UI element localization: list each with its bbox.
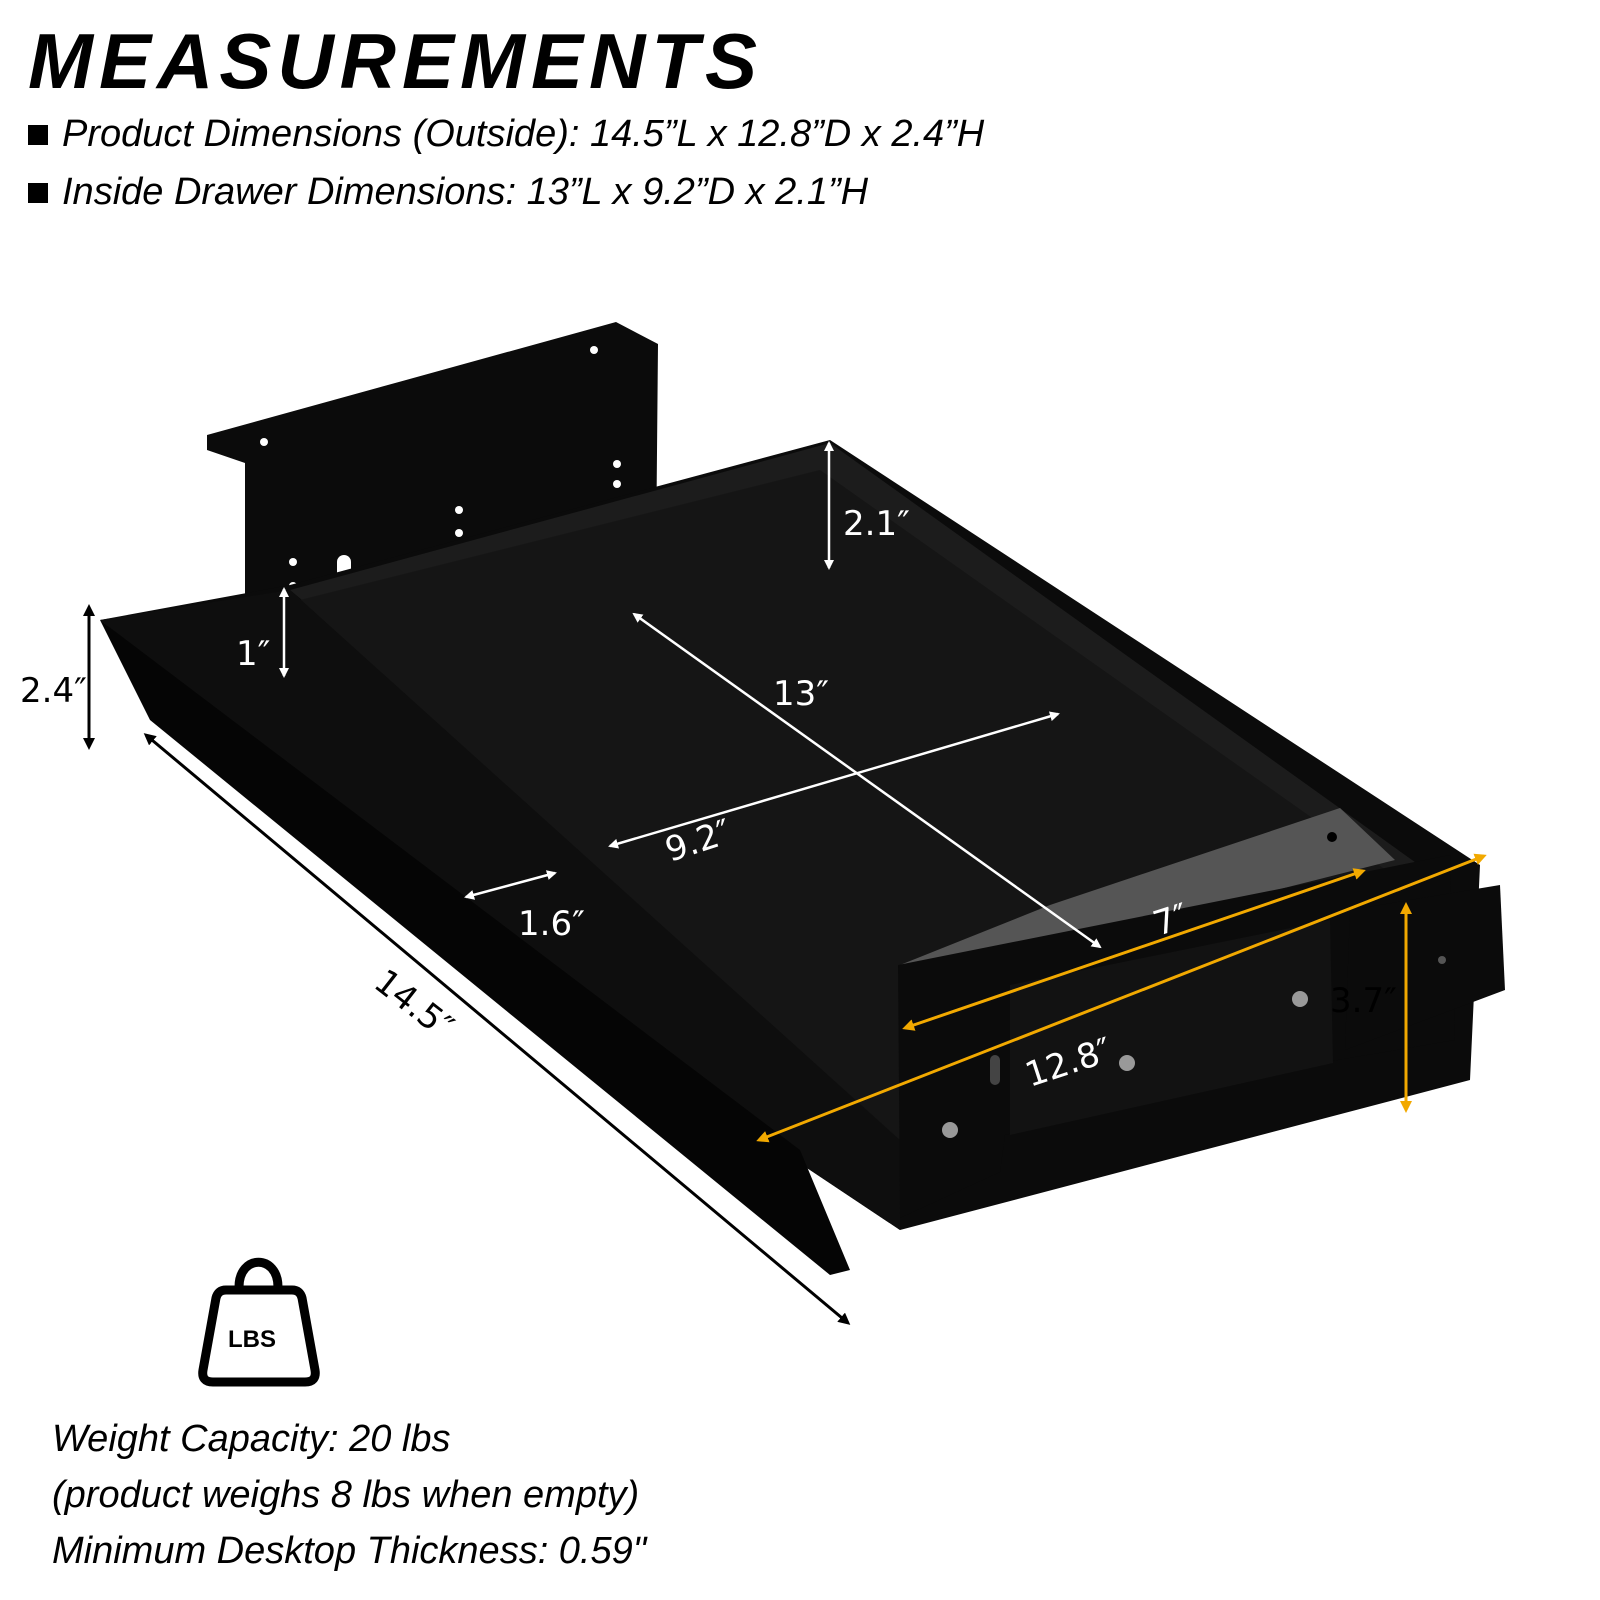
page-title: MEASUREMENTS	[28, 17, 764, 105]
label-inside-length: 13″	[773, 674, 829, 714]
label-tray-width: 1.6″	[518, 904, 585, 944]
bullet-square-icon	[28, 182, 48, 203]
product-weight-text: (product weighs 8 lbs when empty)	[52, 1474, 640, 1516]
label-height-inside: 2.1″	[843, 504, 910, 544]
spec-inside-text: Inside Drawer Dimensions: 13”L x 9.2”D x…	[62, 171, 869, 213]
spec-outside-text: Product Dimensions (Outside): 14.5”L x 1…	[62, 113, 985, 155]
spec-outside-dimensions: Product Dimensions (Outside): 14.5”L x 1…	[28, 113, 984, 156]
label-tray-depth: 1″	[236, 634, 270, 674]
label-outside-length: 14.5″	[366, 962, 460, 1048]
label-bracket-height: 3.7″	[1330, 981, 1397, 1021]
weight-capacity-text: Weight Capacity: 20 lbs	[52, 1418, 451, 1460]
arrow-outside-depth	[756, 853, 1487, 1143]
weight-icon-label: LBS	[228, 1326, 276, 1353]
desktop-thickness-text: Minimum Desktop Thickness: 0.59"	[52, 1530, 647, 1572]
dimension-arrows	[83, 441, 1487, 1325]
bullet-square-icon	[28, 124, 48, 145]
weight-lbs-icon: LBS	[198, 1257, 320, 1387]
spec-inside-dimensions: Inside Drawer Dimensions: 13”L x 9.2”D x…	[28, 171, 868, 214]
arrow-outside-length	[143, 733, 851, 1325]
label-height-outside: 2.4″	[20, 671, 87, 711]
